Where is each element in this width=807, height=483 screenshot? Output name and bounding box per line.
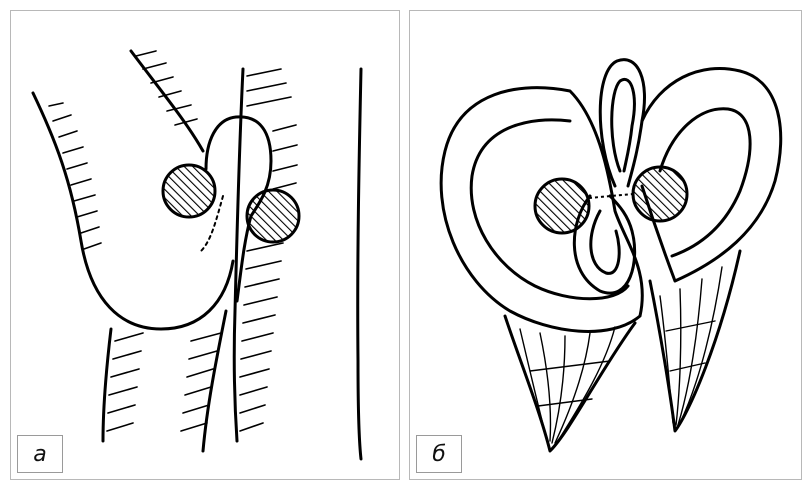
far-right-line (358, 69, 361, 459)
center-lobe-inner (612, 79, 635, 171)
center-lower-inner (591, 211, 619, 273)
cut-vessel-left-b (535, 179, 589, 233)
panel-a-label: а (33, 442, 46, 467)
left-papillary (505, 316, 635, 451)
illustration-b (410, 11, 802, 480)
panel-a: а (10, 10, 400, 480)
panel-a-label-box: а (17, 435, 63, 473)
right-vessel-left-edge (234, 69, 243, 441)
lower-vessel-left (103, 329, 111, 441)
illustration-a (11, 11, 400, 480)
panel-b: б (409, 10, 802, 480)
cut-vessel-right-b (633, 167, 687, 221)
lower-vessel-right (203, 311, 226, 451)
panel-b-label: б (432, 442, 446, 467)
trunk-left-edge (131, 51, 203, 151)
cut-vessel-right (247, 190, 299, 242)
cut-vessel-left (163, 165, 215, 217)
panel-b-label-box: б (416, 435, 462, 473)
